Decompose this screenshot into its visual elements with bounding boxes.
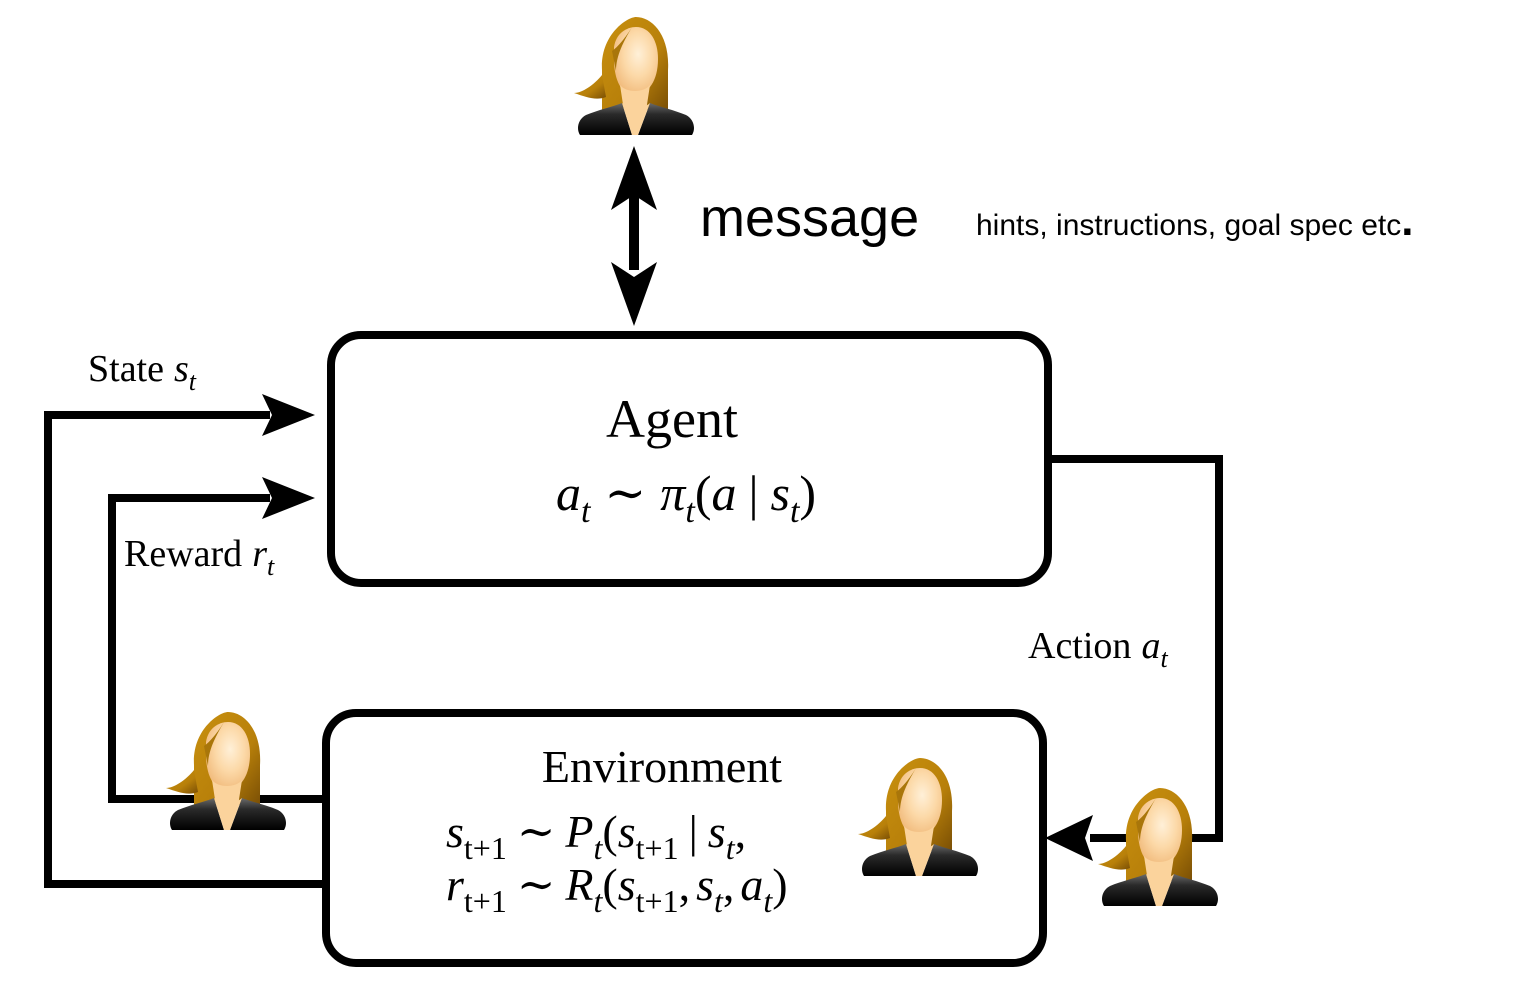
message-subtitle: hints, instructions, goal spec etc. [976,196,1413,245]
environment-reward-formula: rt+1∼Rt(st+1,st,at) [446,859,788,919]
action-arrowhead [1045,815,1093,861]
environment-box [322,709,1047,967]
agent-policy-formula: at∼πt(a|st) [556,465,816,530]
environment-transition-formula: st+1∼Pt(st+1|st, [446,806,746,866]
human-icon-reward-loop [166,712,286,830]
environment-title: Environment [542,741,782,792]
message-title: message [700,188,919,248]
human-icon-action [1098,788,1218,906]
human-icon-top [574,17,694,135]
reward-arrowhead [262,477,315,519]
message-arrow [611,146,657,326]
state-edge [44,394,326,888]
agent-box [327,331,1052,587]
state-arrowhead [262,394,315,436]
agent-title: Agent [606,389,738,449]
